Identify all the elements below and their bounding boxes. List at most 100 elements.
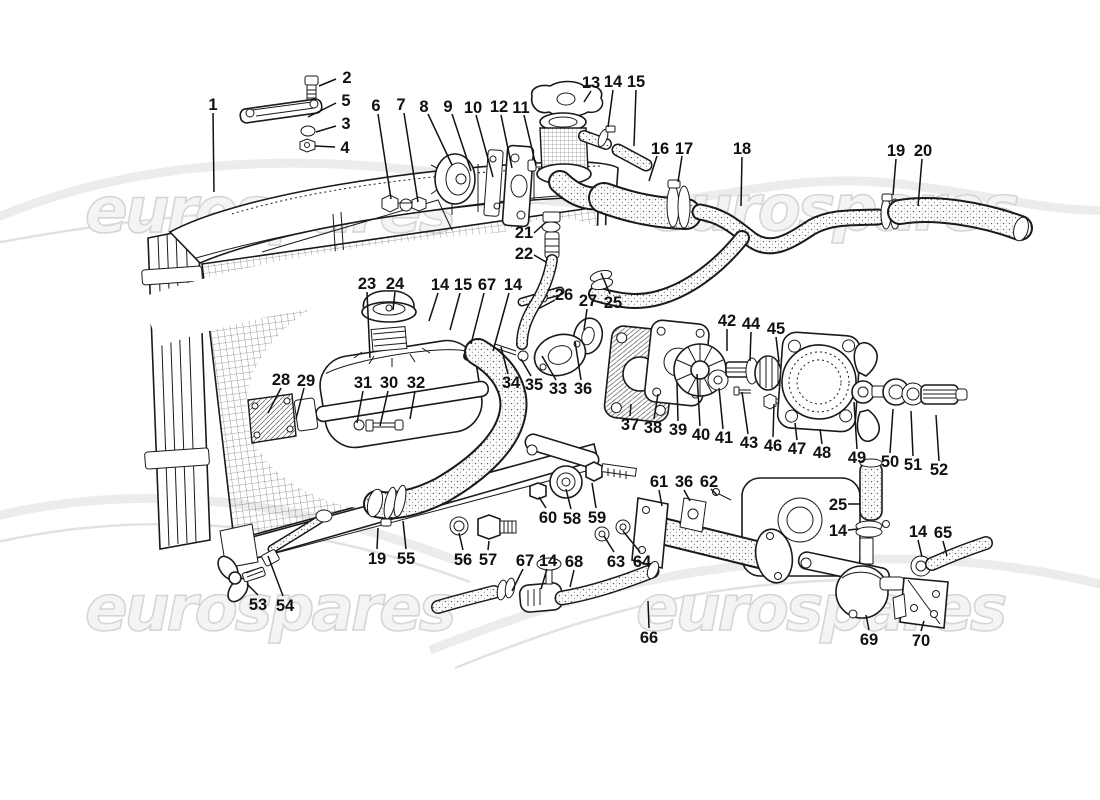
part-number-9: 9 — [443, 98, 452, 116]
callout-leader-68 — [569, 569, 575, 588]
drain-plug-group — [449, 514, 517, 540]
callout-leader-45 — [775, 336, 780, 363]
part-number-41: 41 — [715, 429, 733, 447]
callout-leader-58 — [565, 488, 572, 510]
mount-bushing-group — [524, 433, 637, 542]
callout-leader-14 — [847, 528, 859, 531]
callout-leader-36 — [683, 489, 691, 502]
bolt-2 — [304, 75, 319, 103]
callout-leader-27 — [583, 308, 588, 331]
part-number-42: 42 — [718, 312, 736, 330]
hose-clamp-19b — [380, 484, 407, 527]
part-number-37: 37 — [621, 416, 639, 434]
callout-leader-52 — [935, 414, 940, 462]
part-number-31: 31 — [354, 374, 372, 392]
callout-leader-54 — [267, 555, 284, 597]
callout-leader-4 — [314, 145, 336, 148]
callout-leader-19 — [376, 527, 379, 550]
part-number-62: 62 — [700, 473, 718, 491]
callout-leader-19 — [892, 158, 897, 196]
filler-cap-24 — [361, 290, 417, 323]
callout-leader-44 — [749, 331, 752, 362]
callout-leader-16 — [648, 155, 658, 182]
callout-leader-49 — [853, 401, 858, 450]
callout-leader-1 — [212, 112, 215, 193]
part-number-3: 3 — [341, 115, 350, 133]
part-number-20: 20 — [914, 142, 932, 160]
part-number-1: 1 — [208, 96, 217, 114]
callout-leader-24 — [392, 291, 396, 311]
callout-leader-63 — [603, 535, 615, 553]
callout-leader-14 — [540, 568, 548, 590]
part-number-14: 14 — [539, 552, 558, 570]
water-pump-exploded — [603, 319, 968, 443]
callout-leader-43 — [741, 391, 749, 435]
pipe-25b — [859, 458, 883, 521]
callout-leader-28 — [267, 387, 282, 414]
part-number-48: 48 — [813, 444, 831, 462]
watermark-text-bottom-left: eurospares — [85, 572, 455, 645]
part-number-24: 24 — [386, 275, 405, 293]
part-number-29: 29 — [297, 372, 315, 390]
callout-leader-14 — [917, 539, 923, 558]
part-number-61: 61 — [650, 473, 668, 491]
part-number-52: 52 — [930, 461, 948, 479]
callout-leader-31 — [356, 390, 364, 424]
hose-clamp-25a — [589, 269, 614, 291]
part-number-44: 44 — [742, 315, 761, 333]
part-number-58: 58 — [563, 510, 581, 528]
callout-leader-34 — [500, 346, 509, 375]
callout-leader-11 — [523, 114, 537, 167]
part-number-35: 35 — [525, 376, 543, 394]
callout-leader-57 — [487, 540, 490, 551]
part-number-68: 68 — [565, 553, 583, 571]
callout-leader-8 — [427, 113, 453, 166]
part-number-21: 21 — [515, 224, 533, 242]
part-number-32: 32 — [407, 374, 425, 392]
part-number-14: 14 — [909, 523, 928, 541]
part-number-2: 2 — [342, 69, 351, 87]
callout-leader-59 — [591, 482, 597, 509]
wing-tap-53 — [217, 555, 266, 603]
part-number-43: 43 — [740, 434, 758, 452]
callout-leader-50 — [889, 408, 894, 454]
callout-leader-40 — [696, 373, 701, 427]
part-number-12: 12 — [490, 98, 508, 116]
callout-leader-66 — [647, 600, 650, 629]
callout-leader-12 — [500, 114, 513, 169]
hose-clamp-14d — [496, 577, 516, 601]
callout-leader-18 — [740, 156, 743, 207]
part-number-26: 26 — [555, 286, 573, 304]
callout-leader-21 — [533, 222, 546, 234]
part-number-15: 15 — [627, 73, 645, 91]
callout-leader-33 — [541, 355, 557, 381]
part-number-38: 38 — [644, 419, 662, 437]
part-number-36: 36 — [675, 473, 693, 491]
callout-leader-70 — [920, 620, 925, 632]
part-number-47: 47 — [788, 440, 806, 458]
part-number-67: 67 — [478, 276, 496, 294]
part-number-51: 51 — [904, 456, 922, 474]
callout-leader-25 — [600, 272, 611, 295]
part-number-50: 50 — [881, 453, 899, 471]
callout-leader-10 — [475, 114, 494, 178]
callout-leader-14 — [428, 292, 439, 322]
part-number-14: 14 — [431, 276, 450, 294]
callout-leader-7 — [403, 112, 419, 203]
part-number-40: 40 — [692, 426, 710, 444]
callout-leader-32 — [409, 390, 416, 420]
part-number-25: 25 — [604, 294, 622, 312]
callout-leader-22 — [533, 254, 547, 263]
callout-leader-37 — [629, 403, 632, 417]
part-number-66: 66 — [640, 629, 658, 647]
part-number-19: 19 — [368, 550, 386, 568]
part-number-60: 60 — [539, 509, 557, 527]
part-number-46: 46 — [764, 437, 782, 455]
callout-leader-65 — [942, 540, 948, 557]
part-number-56: 56 — [454, 551, 472, 569]
delivery-pipe-group — [631, 477, 861, 584]
nut-60 — [529, 482, 547, 500]
part-number-36: 36 — [574, 380, 592, 398]
part-number-11: 11 — [512, 99, 529, 117]
callout-leader-5 — [307, 102, 337, 118]
